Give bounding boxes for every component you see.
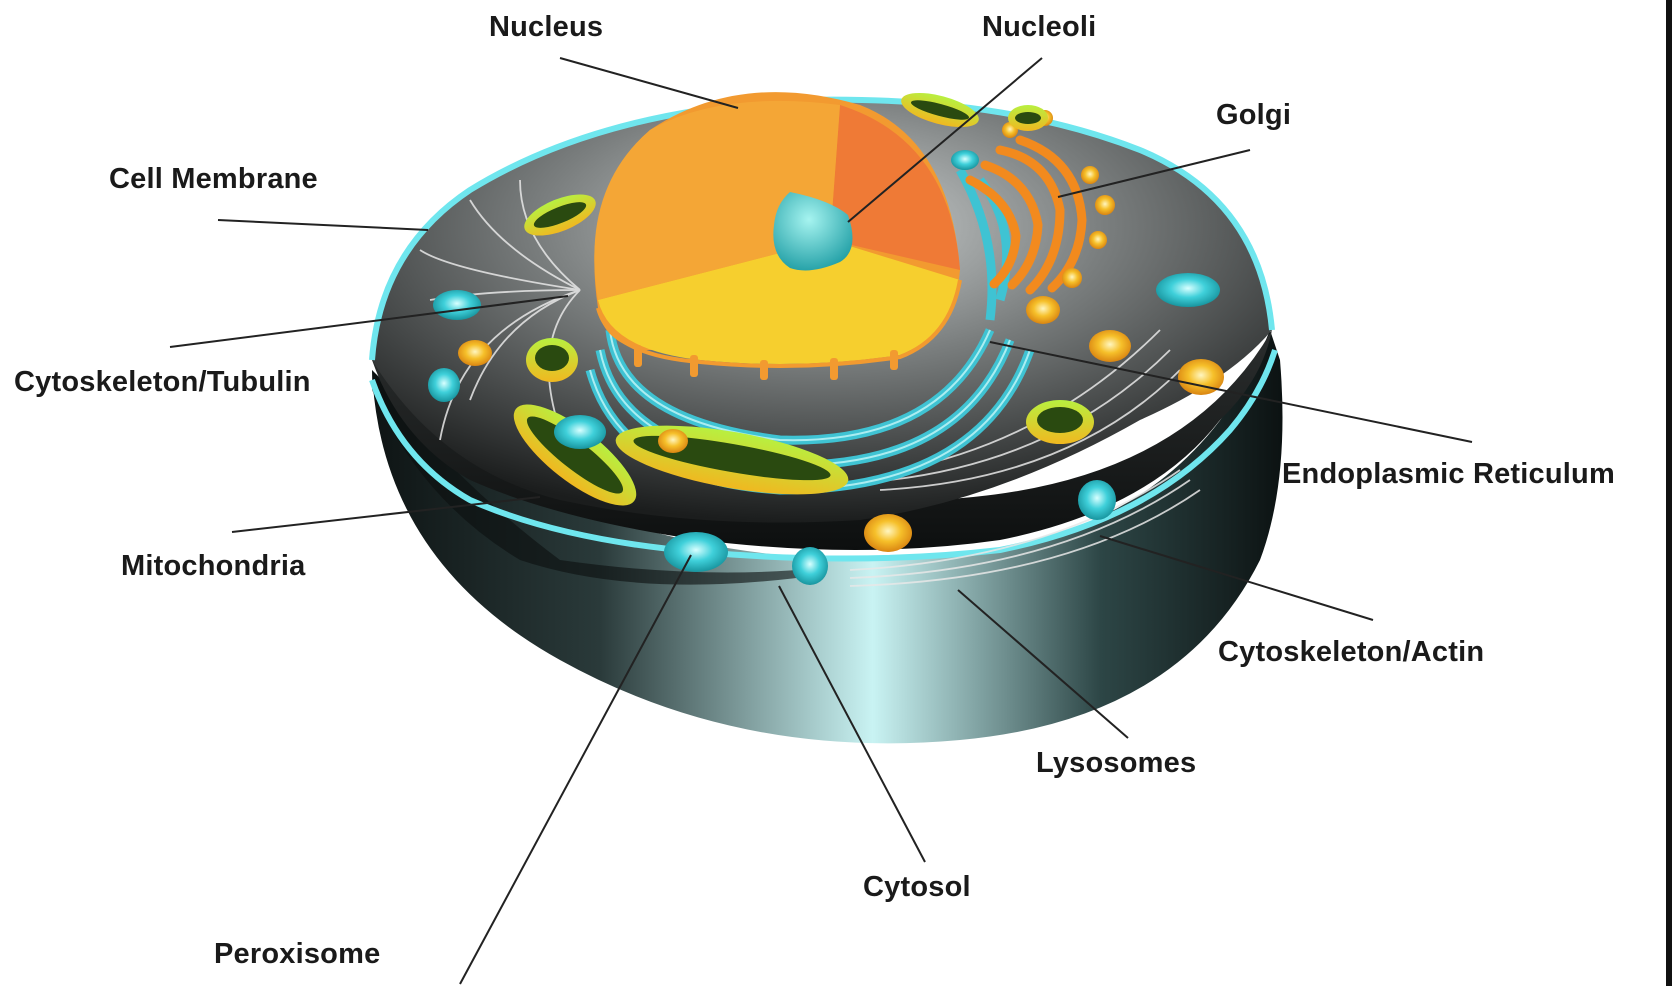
label-peroxisome: Peroxisome	[214, 938, 380, 971]
label-nucleus: Nucleus	[489, 11, 603, 44]
label-cell-membrane: Cell Membrane	[109, 163, 318, 196]
label-lysosomes: Lysosomes	[1036, 747, 1196, 780]
image-border	[1666, 0, 1672, 986]
label-cytoskeleton-tubulin: Cytoskeleton/Tubulin	[14, 366, 311, 399]
label-cytoskeleton-actin: Cytoskeleton/Actin	[1218, 636, 1484, 669]
label-golgi: Golgi	[1216, 99, 1291, 132]
label-nucleoli: Nucleoli	[982, 11, 1096, 44]
label-mitochondria: Mitochondria	[121, 550, 305, 583]
label-endoplasmic-reticulum: Endoplasmic Reticulum	[1282, 458, 1615, 491]
label-cytosol: Cytosol	[863, 871, 971, 904]
